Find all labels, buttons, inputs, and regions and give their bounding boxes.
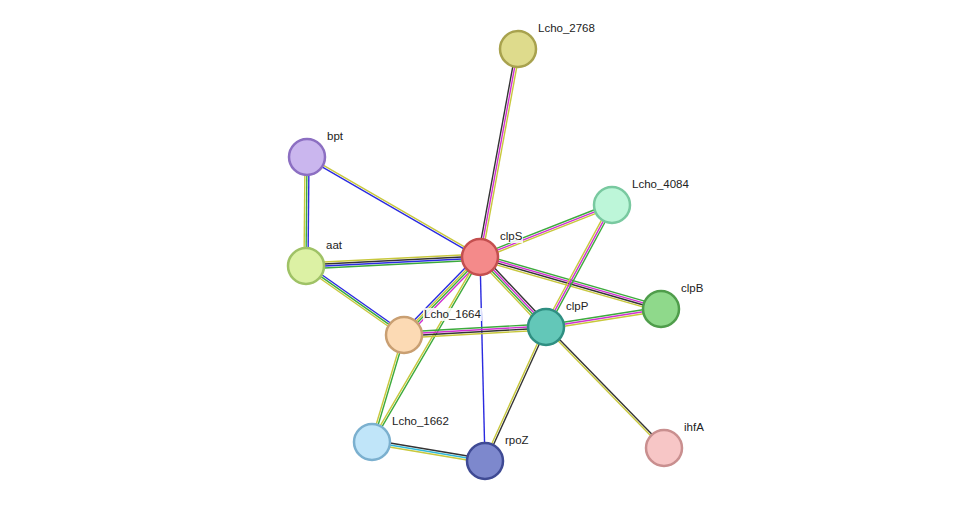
evidence-line bbox=[480, 275, 484, 443]
interaction-edge bbox=[481, 66, 516, 239]
node-circle bbox=[288, 138, 326, 176]
protein-node: Lcho_1662 bbox=[353, 423, 391, 461]
evidence-line bbox=[556, 222, 605, 312]
node-circle bbox=[499, 30, 537, 68]
node-circle bbox=[642, 290, 680, 328]
protein-label: aat bbox=[325, 239, 343, 252]
evidence-line bbox=[483, 67, 515, 240]
interaction-edge bbox=[480, 275, 484, 443]
evidence-line bbox=[553, 220, 602, 310]
interaction-edge bbox=[304, 175, 309, 248]
evidence-line bbox=[497, 213, 596, 252]
protein-node: clpP bbox=[527, 308, 565, 346]
protein-label: Lcho_1664 bbox=[423, 308, 482, 321]
interaction-edge bbox=[380, 272, 472, 427]
interaction-edge bbox=[320, 275, 391, 327]
node-circle bbox=[645, 429, 683, 467]
evidence-line bbox=[490, 272, 531, 316]
evidence-line bbox=[307, 175, 309, 248]
protein-label: rpoZ bbox=[504, 434, 530, 447]
protein-label: ihfA bbox=[683, 421, 705, 434]
evidence-line bbox=[481, 66, 513, 239]
evidence-line bbox=[492, 271, 533, 315]
evidence-line bbox=[493, 344, 539, 445]
protein-label: Lcho_1662 bbox=[391, 415, 450, 428]
evidence-line bbox=[497, 263, 643, 305]
node-circle bbox=[385, 316, 423, 354]
evidence-line bbox=[322, 275, 391, 323]
node-circle bbox=[287, 247, 325, 285]
interaction-edge bbox=[558, 339, 652, 436]
protein-label: Lcho_2768 bbox=[537, 22, 596, 35]
evidence-line bbox=[303, 175, 305, 248]
protein-node: Lcho_1664 bbox=[385, 316, 423, 354]
protein-label: clpS bbox=[499, 230, 523, 243]
interaction-edge bbox=[324, 255, 462, 268]
evidence-line bbox=[492, 343, 538, 444]
evidence-line bbox=[495, 268, 536, 312]
evidence-line bbox=[324, 255, 462, 262]
protein-node: aat bbox=[287, 247, 325, 285]
evidence-line bbox=[493, 269, 534, 313]
evidence-line bbox=[390, 445, 467, 458]
interaction-edge bbox=[422, 325, 528, 337]
evidence-line bbox=[555, 221, 604, 311]
node-circle bbox=[353, 423, 391, 461]
node-circle bbox=[593, 186, 631, 224]
protein-node: Lcho_2768 bbox=[499, 30, 537, 68]
protein-node: bpt bbox=[288, 138, 326, 176]
protein-node: Lcho_4084 bbox=[593, 186, 631, 224]
protein-node: clpB bbox=[642, 290, 680, 328]
interaction-edge bbox=[322, 165, 465, 249]
interaction-edge bbox=[492, 343, 540, 445]
protein-node: ihfA bbox=[645, 429, 683, 467]
interaction-edge bbox=[496, 210, 596, 253]
evidence-line bbox=[389, 447, 466, 460]
protein-node: rpoZ bbox=[466, 442, 504, 480]
protein-label: clpP bbox=[565, 300, 589, 313]
protein-label: clpB bbox=[680, 282, 704, 295]
evidence-line bbox=[322, 167, 464, 249]
evidence-line bbox=[321, 276, 390, 324]
protein-node: clpS bbox=[461, 238, 499, 276]
evidence-line bbox=[496, 210, 595, 249]
protein-label: bpt bbox=[326, 130, 344, 143]
node-circle bbox=[527, 308, 565, 346]
evidence-line bbox=[422, 331, 528, 337]
node-circle bbox=[461, 238, 499, 276]
evidence-line bbox=[323, 165, 465, 247]
evidence-line bbox=[380, 272, 470, 426]
interaction-edge bbox=[553, 220, 605, 312]
interaction-edge bbox=[490, 268, 536, 316]
evidence-line bbox=[485, 67, 517, 240]
evidence-line bbox=[376, 352, 398, 425]
evidence-line bbox=[382, 273, 472, 427]
evidence-line bbox=[320, 278, 389, 326]
evidence-line bbox=[564, 314, 643, 326]
evidence-line bbox=[559, 339, 652, 434]
node-circle bbox=[466, 442, 504, 480]
interaction-edge bbox=[389, 443, 467, 460]
evidence-line bbox=[558, 341, 651, 436]
evidence-line bbox=[305, 175, 307, 248]
evidence-line bbox=[497, 212, 596, 251]
evidence-line bbox=[564, 312, 643, 324]
protein-label: Lcho_4084 bbox=[631, 178, 690, 191]
